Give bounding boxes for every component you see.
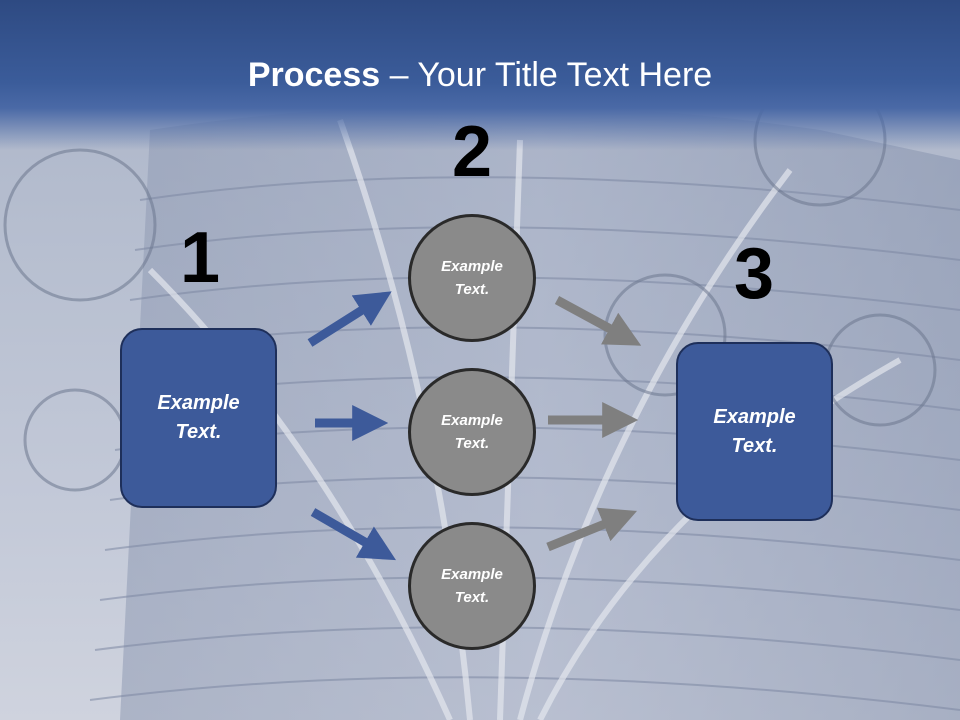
step-number-3: 3 [733,234,775,314]
title-rest: – Your Title Text Here [380,56,713,94]
circle-middle-line2: Text. [454,435,490,452]
slide-title: Process – Your Title Text Here [0,52,960,98]
step-3-text-line2: Text. [731,434,778,457]
title-bold: Process [247,56,381,94]
step-1-text-line2: Text. [175,421,222,443]
arrow-gray-up [546,507,638,552]
circle-bottom-line2: Text. [454,589,490,606]
step-3-text-line1: Example [713,405,796,428]
step-number-1: 1 [179,218,221,298]
arrow-blue-down [310,508,397,561]
header-bar [0,0,960,150]
circle-top-line2: Text. [454,281,490,298]
arrow-blue-up [307,291,392,347]
step-number-2: 2 [451,112,493,192]
circle-middle-line1: Example [441,412,503,429]
circle-top-line1: Example [441,258,503,275]
step-1-text-line1: Example [157,392,240,414]
circle-bottom-line1: Example [441,566,503,583]
arrow-gray-down [554,296,642,346]
